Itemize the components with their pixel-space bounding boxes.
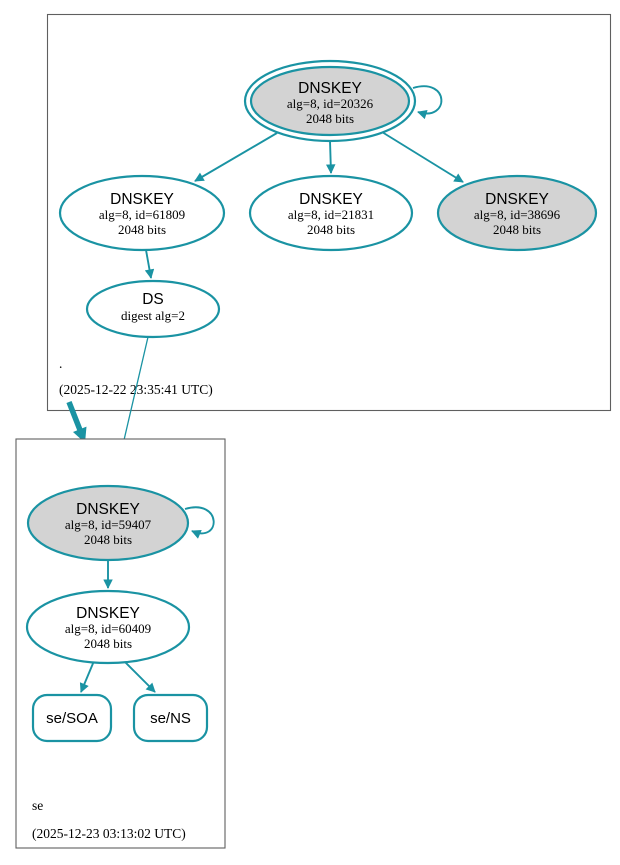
dnskey-node-21831[interactable]: DNSKEY alg=8, id=21831 2048 bits — [248, 174, 414, 252]
edge-key59407-selfsign — [184, 506, 215, 539]
rrset-se-soa-label: se/SOA — [46, 710, 98, 727]
dnskey-59407-alg-id: alg=8, id=59407 — [65, 517, 152, 532]
dnskey-38696-alg-id: alg=8, id=38696 — [474, 207, 561, 222]
dnskey-61809-bits: 2048 bits — [118, 222, 166, 237]
rrset-node-se-soa[interactable]: se/SOA — [31, 693, 113, 743]
dnskey-21831-title: DNSKEY — [299, 191, 363, 208]
edge-key20326-to-key38696 — [381, 131, 464, 183]
dnskey-20326-bits: 2048 bits — [306, 111, 354, 126]
dnskey-60409-alg-id: alg=8, id=60409 — [65, 621, 151, 636]
edge-key20326-selfsign — [412, 85, 443, 120]
ds-ellipse[interactable] — [85, 279, 221, 339]
edge-key60409-to-sens — [123, 660, 156, 693]
ds-title: DS — [142, 291, 164, 308]
zone-delegation-arrow — [66, 400, 87, 443]
zone-root-name: . — [59, 356, 62, 371]
dnskey-20326-title: DNSKEY — [298, 80, 362, 97]
rrset-node-se-ns[interactable]: se/NS — [132, 693, 209, 743]
dnskey-59407-title: DNSKEY — [76, 501, 140, 518]
edge-key60409-to-sesoa — [79, 660, 95, 693]
dnskey-60409-title: DNSKEY — [76, 605, 140, 622]
edge-key20326-to-key61809 — [194, 132, 278, 182]
dnskey-61809-ellipse[interactable] — [58, 174, 226, 252]
zone-se-name: se — [32, 798, 43, 813]
rrset-se-ns-box[interactable] — [132, 693, 209, 743]
dnskey-38696-bits: 2048 bits — [493, 222, 541, 237]
rrset-se-ns-label: se/NS — [150, 710, 191, 727]
ds-node[interactable]: DS digest alg=2 — [85, 279, 221, 339]
dnskey-node-60409[interactable]: DNSKEY alg=8, id=60409 2048 bits — [25, 589, 191, 665]
dnskey-60409-bits: 2048 bits — [84, 636, 132, 651]
dnskey-20326-alg-id: alg=8, id=20326 — [287, 96, 374, 111]
dnskey-59407-ellipse[interactable] — [26, 484, 190, 562]
dnskey-38696-ellipse[interactable] — [436, 174, 598, 252]
dnskey-node-38696[interactable]: DNSKEY alg=8, id=38696 2048 bits — [436, 174, 598, 252]
edge-key20326-to-key21831 — [325, 140, 336, 174]
dnskey-38696-title: DNSKEY — [485, 191, 549, 208]
dnskey-21831-bits: 2048 bits — [307, 222, 355, 237]
zone-root: DNSKEY alg=8, id=20326 2048 bits DNSKEY … — [46, 13, 612, 412]
dnskey-61809-title: DNSKEY — [110, 191, 174, 208]
dnskey-60409-ellipse[interactable] — [25, 589, 191, 665]
zone-se-timestamp: (2025-12-23 03:13:02 UTC) — [32, 826, 186, 841]
dnskey-node-61809[interactable]: DNSKEY alg=8, id=61809 2048 bits — [58, 174, 226, 252]
dnskey-20326-inner-ring[interactable] — [249, 65, 411, 137]
dnskey-21831-alg-id: alg=8, id=21831 — [288, 207, 374, 222]
zone-se: DNSKEY alg=8, id=59407 2048 bits DNSKEY … — [15, 438, 226, 849]
dnskey-21831-ellipse[interactable] — [248, 174, 414, 252]
dnskey-node-59407[interactable]: DNSKEY alg=8, id=59407 2048 bits — [26, 484, 190, 562]
ds-digest-alg: digest alg=2 — [121, 308, 185, 323]
dnskey-61809-alg-id: alg=8, id=61809 — [99, 207, 185, 222]
dnskey-node-20326[interactable]: DNSKEY alg=8, id=20326 2048 bits — [243, 59, 417, 143]
dnskey-59407-bits: 2048 bits — [84, 532, 132, 547]
edge-key61809-to-ds — [144, 249, 155, 279]
rrset-se-soa-box[interactable] — [31, 693, 113, 743]
